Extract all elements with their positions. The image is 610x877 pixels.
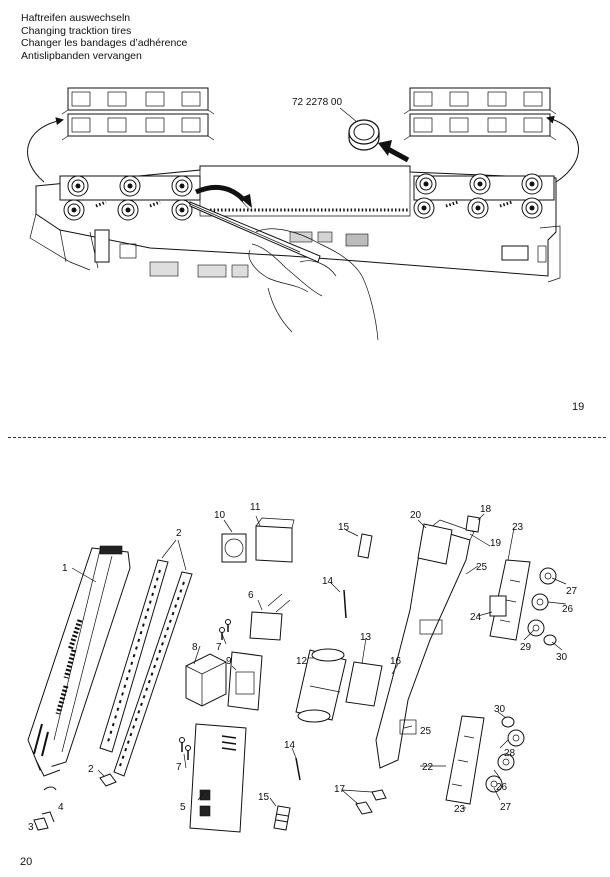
callout-4: 4	[58, 802, 64, 813]
callout-14-lower: 14	[284, 740, 296, 751]
wheelset-left	[59, 175, 201, 221]
part-motor	[295, 648, 347, 723]
callout-29: 29	[520, 642, 532, 653]
part-4	[43, 786, 57, 791]
part-14	[343, 589, 347, 619]
part-bogie-lower	[445, 715, 485, 805]
callout-19: 19	[490, 538, 502, 549]
part-9	[227, 651, 263, 711]
callout-17: 17	[334, 784, 346, 795]
callout-26: 26	[562, 604, 574, 615]
part-13	[345, 661, 383, 707]
callout-10: 10	[214, 510, 226, 521]
traction-tire	[348, 119, 380, 151]
heading-english: Changing tracktion tires	[21, 24, 132, 37]
callout-24: 24	[470, 612, 482, 623]
callout-11: 11	[250, 502, 261, 513]
callout-20: 20	[410, 510, 422, 521]
part-10	[221, 533, 247, 563]
page-number-20: 20	[20, 856, 33, 868]
callout-8: 8	[192, 642, 198, 653]
heading-german: Haftreifen auswechseln	[21, 12, 131, 24]
tire-change-illustration: 72 2278 00	[27, 87, 580, 341]
part-6	[249, 611, 283, 641]
part-circuit-board	[189, 723, 247, 833]
instruction-headings: Haftreifen auswechseln Changing tracktio…	[21, 12, 187, 62]
part-body-shell	[27, 545, 131, 777]
callout-28: 28	[504, 748, 516, 759]
callout-12: 12	[296, 656, 308, 667]
callout-18: 18	[480, 504, 492, 515]
callout-23-lower: 23	[454, 804, 466, 815]
callout-2-lower: 2	[88, 764, 94, 775]
callout-3: 3	[28, 822, 34, 833]
callout-5: 5	[180, 802, 186, 813]
tire-part-number: 72 2278 00	[292, 97, 342, 108]
callout-22: 22	[422, 762, 434, 773]
part-17	[355, 801, 373, 815]
part-15	[357, 533, 373, 559]
callout-2: 2	[176, 528, 182, 539]
callout-27-lower: 27	[500, 802, 512, 813]
callout-26-lower: 26	[496, 782, 508, 793]
callout-14: 14	[322, 576, 334, 587]
callout-23: 23	[512, 522, 524, 533]
part-wheelsets	[485, 567, 557, 793]
callout-25: 25	[476, 562, 488, 573]
part-20	[417, 523, 453, 565]
callout-7: 7	[216, 642, 222, 653]
callout-7-lower: 7	[176, 762, 182, 773]
page-divider	[8, 437, 606, 438]
callout-6: 6	[248, 590, 254, 601]
bogie-frames-left	[61, 87, 215, 141]
heading-dutch: Antislipbanden vervangen	[21, 49, 142, 62]
part-side-rails	[99, 559, 193, 777]
part-3	[33, 811, 55, 831]
callout-15: 15	[338, 522, 350, 533]
callout-15-lower: 15	[258, 792, 270, 803]
callout-9: 9	[226, 656, 232, 667]
hand-with-tweezers	[189, 201, 379, 341]
exploded-parts-diagram: 1 2 2 3 4 5 6 7 7 8 9 10 11 12 13 14 14 …	[27, 502, 578, 833]
page-number-19: 19	[572, 401, 585, 413]
callout-25-lower: 25	[420, 726, 432, 737]
wheelset-right	[413, 173, 555, 219]
callout-27: 27	[566, 586, 578, 597]
bogie-frames-right	[403, 87, 557, 141]
part-chassis-frame	[375, 519, 475, 769]
callout-leaders	[71, 513, 567, 809]
part-18	[465, 515, 481, 533]
callout-labels: 1 2 2 3 4 5 6 7 7 8 9 10 11 12 13 14 14 …	[28, 502, 578, 833]
part-8	[185, 653, 227, 707]
part-11	[255, 525, 293, 563]
callout-1: 1	[62, 563, 68, 574]
part-bogie-upper	[489, 559, 531, 641]
heading-french: Changer les bandages d’adhérence	[21, 37, 188, 49]
callout-30: 30	[556, 652, 568, 663]
callout-16: 16	[390, 656, 402, 667]
callout-30-lower: 30	[494, 704, 506, 715]
callout-13: 13	[360, 632, 372, 643]
